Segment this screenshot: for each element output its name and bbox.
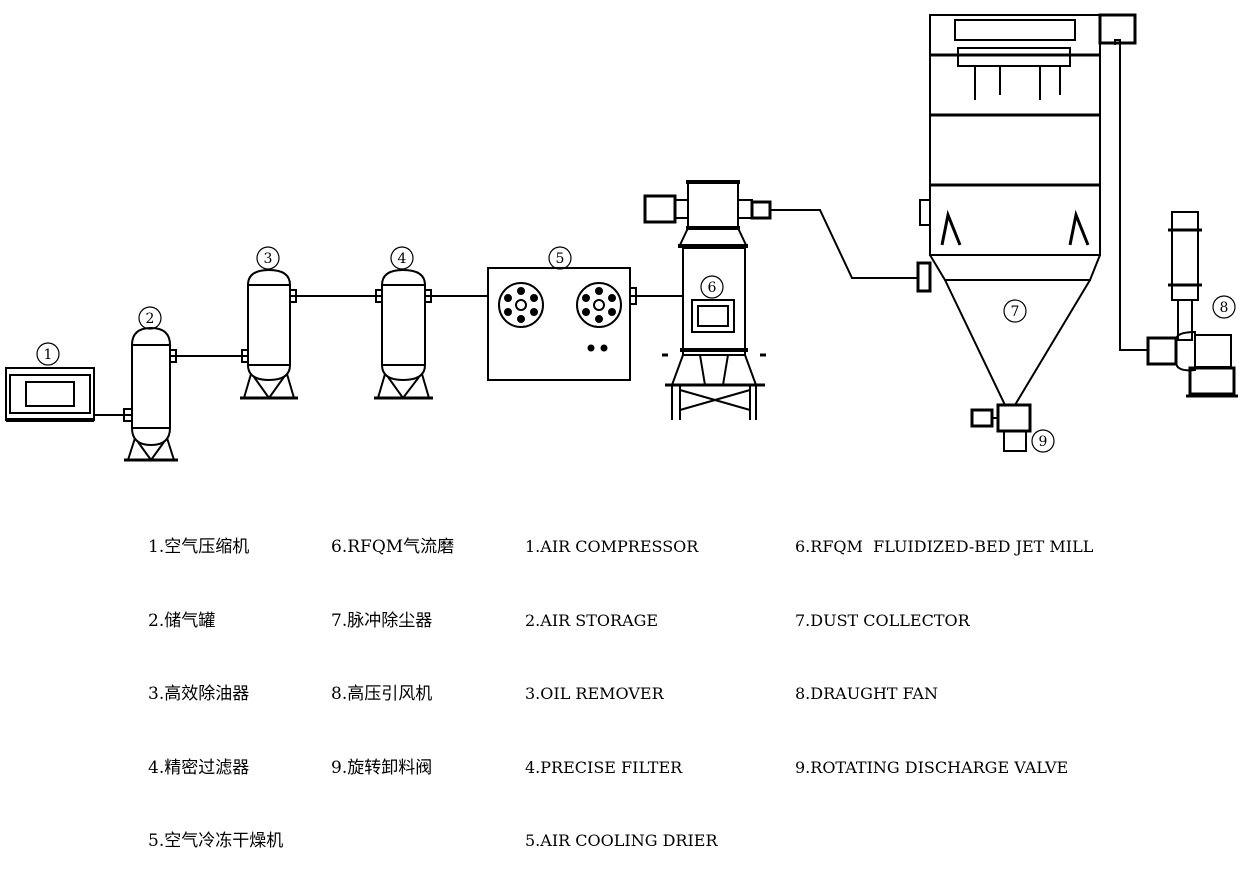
callout-3: 3: [264, 251, 273, 267]
process-flow-diagram: 1 2 3 4 5 6 7 8 9: [5, 13, 1238, 462]
callout-7: 7: [1011, 304, 1020, 320]
pipe-6-7: [770, 209, 918, 279]
air-compressor: [5, 367, 95, 422]
pipe-7-8: [1114, 39, 1148, 351]
air-cooling-drier: [487, 267, 637, 381]
legend-en-col2: 6.RFQM FLUIDIZED-BED JET MILL 7.DUST COL…: [795, 486, 1093, 805]
oil-remover: [240, 268, 298, 400]
callout-1: 1: [44, 347, 53, 363]
callouts: [36, 246, 1236, 453]
callout-4: 4: [398, 251, 407, 267]
dust-collector: [916, 14, 1101, 406]
legend-item: 5.空气冷冻干燥机: [148, 831, 284, 851]
legend-item: 4.精密过滤器: [148, 757, 250, 778]
precise-filter: [374, 268, 433, 400]
callout-9: 9: [1039, 434, 1048, 450]
legend-cn-col1: 1.空气压缩机 2.储气罐 3.高效除油器 4.精密过滤器 5.空气冷冻干燥机: [148, 486, 283, 878]
legend-item: 9.旋转卸料阀: [331, 757, 433, 778]
legend-item: 8.DRAUGHT FAN: [795, 684, 938, 703]
legend-item: 4.PRECISE FILTER: [525, 757, 683, 777]
legend-item: 3.高效除油器: [148, 684, 250, 704]
legend-cn-col2: 6.RFQM气流磨 7.脉冲除尘器 8.高压引风机 9.旋转卸料阀: [331, 486, 454, 805]
legend-item: 6.RFQM气流磨: [331, 537, 455, 557]
legend-item: 7.DUST COLLECTOR: [795, 610, 970, 630]
legend-item: 2.AIR STORAGE: [525, 610, 659, 630]
legend-item: 1.空气压缩机: [148, 537, 250, 557]
pipes: [95, 39, 1148, 416]
rotating-discharge-valve: [970, 403, 1032, 452]
legend-item: 2.储气罐: [148, 610, 216, 631]
callout-2: 2: [146, 311, 155, 327]
legend-item: 6.RFQM FLUIDIZED-BED JET MILL: [795, 537, 1094, 556]
legend-item: 3.OIL REMOVER: [525, 684, 664, 703]
legend-item: 5.AIR COOLING DRIER: [525, 831, 718, 850]
legend-item: 1.AIR COMPRESSOR: [525, 537, 699, 556]
draught-fan: [1098, 13, 1238, 398]
legend-en-col1: 1.AIR COMPRESSOR 2.AIR STORAGE 3.OIL REM…: [525, 486, 717, 878]
callout-6: 6: [708, 280, 717, 296]
callout-5: 5: [556, 251, 565, 267]
legend-item: 8.高压引风机: [331, 684, 433, 704]
legend-item: 7.脉冲除尘器: [331, 610, 433, 631]
air-storage-tank: [123, 326, 178, 462]
legend-item: 9.ROTATING DISCHARGE VALVE: [795, 757, 1069, 777]
callout-8: 8: [1220, 300, 1229, 316]
fluidized-bed-jet-mill: [643, 180, 772, 420]
